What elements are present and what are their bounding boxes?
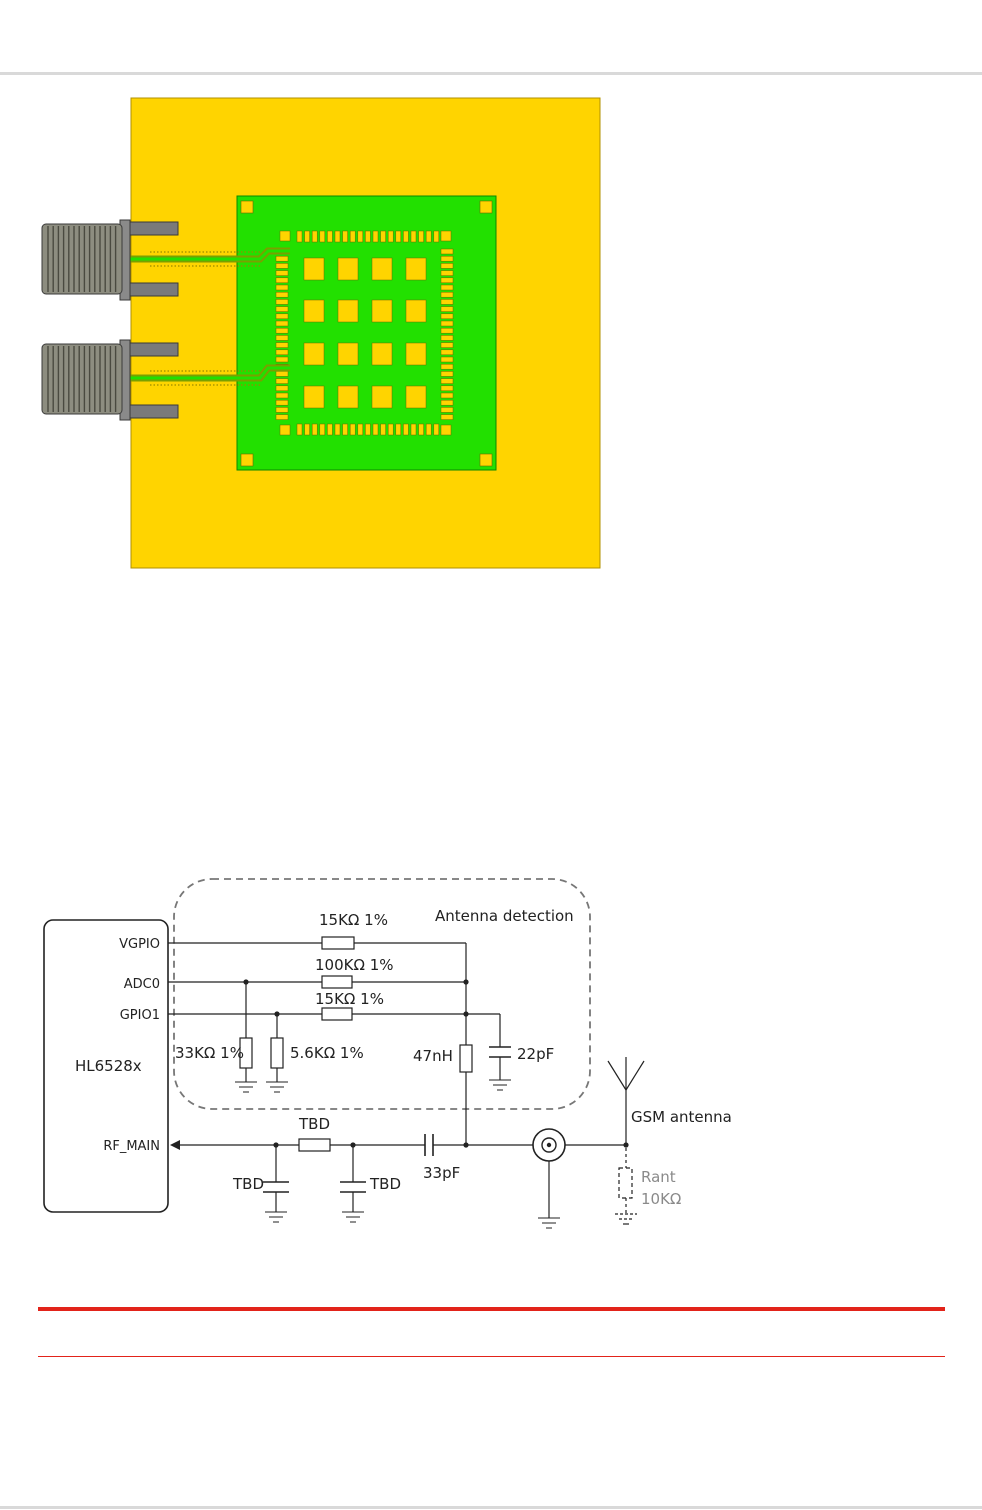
ground-symbol [342,1212,364,1222]
module-name: HL6528x [75,1057,142,1075]
label-r-series: TBD [298,1115,330,1133]
resistor-series-tbd [299,1139,330,1151]
pin-gpio1: GPIO1 [120,1008,160,1023]
pin-rf-main: RF_MAIN [103,1139,160,1154]
antenna-detection-label: Antenna detection [435,907,574,925]
capacitor-shunt-right [340,1182,366,1192]
footer-divider-thin [38,1356,945,1357]
antenna-detection-schematic: Antenna detection HL6528x VGPIO ADC0 GPI… [0,0,982,1300]
label-c-shunt-right: TBD [369,1175,401,1193]
ground-symbol [235,1082,257,1092]
ground-symbol [265,1212,287,1222]
label-r-gpio1: 15KΩ 1% [315,990,384,1008]
label-c-shunt-left: TBD [232,1175,264,1193]
ground-symbol [266,1082,288,1092]
label-r-adc0: 100KΩ 1% [315,956,394,974]
capacitor-shunt-left [263,1182,289,1192]
coax-connector-icon [533,1129,565,1161]
pin-adc0: ADC0 [124,977,160,992]
inductor-47nh [460,1045,472,1072]
resistor-vgpio [322,937,354,949]
label-r-vgpio: 15KΩ 1% [319,911,388,929]
resistor-rant [615,1148,637,1224]
footer-divider-thick [38,1307,945,1311]
ground-symbol [489,1080,511,1090]
label-r-5k6: 5.6KΩ 1% [290,1044,364,1062]
label-c-22pf: 22pF [517,1045,554,1063]
capacitor-33pf [425,1134,433,1156]
pin-vgpio: VGPIO [119,937,160,952]
label-c-33pf: 33pF [423,1164,460,1182]
rf-main-arrow [170,1140,180,1150]
resistor-5k6 [271,1038,283,1068]
resistor-adc0 [322,976,352,988]
capacitor-22pf [489,1047,511,1057]
label-r-33k: 33KΩ 1% [175,1044,244,1062]
page-bottom-divider [0,1506,982,1509]
label-gsm-antenna: GSM antenna [631,1108,732,1126]
antenna-icon [608,1057,644,1090]
label-rant-name: Rant [641,1168,676,1186]
label-rant-value: 10KΩ [641,1190,681,1208]
resistor-gpio1 [322,1008,352,1020]
ground-symbol [538,1218,560,1228]
label-l-47nh: 47nH [413,1047,453,1065]
